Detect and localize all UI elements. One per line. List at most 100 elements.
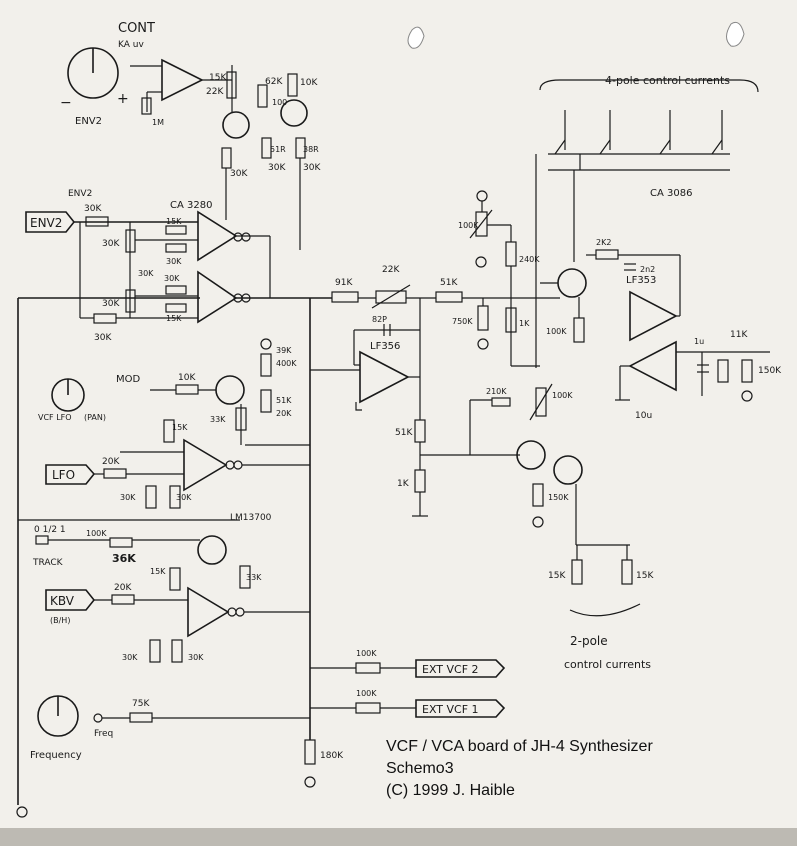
res-30k-f: 30K: [138, 269, 154, 278]
lfo-input[interactable]: LFO: [45, 464, 96, 485]
buffer-transistor: [557, 268, 587, 298]
res-15k-lfo: 15K: [172, 423, 188, 432]
res-30k-i: 30K: [303, 163, 321, 173]
res-11k: 11K: [730, 330, 748, 340]
res-750k: 750K: [452, 317, 473, 326]
env2-input-label: ENV2: [30, 216, 62, 230]
punch-hole-right: [726, 21, 745, 47]
res-15k-2b: 15K: [636, 571, 654, 581]
res-100k-ext1: 100K: [356, 689, 377, 698]
res-36k: 36K: [112, 552, 136, 565]
ca3086-array: 4-pole control currents CA 3086: [539, 74, 759, 199]
lm13700-lfo: [183, 438, 243, 492]
expo-pair-top: 15K 22K 62K 100 10K 51R 38R 30K 30K 30K: [206, 65, 321, 250]
res-20k-kbv: 20K: [114, 583, 132, 593]
cap-82p: 82P: [372, 315, 387, 324]
lm13700-label: LM13700: [230, 513, 272, 523]
ota-lower: [197, 270, 251, 324]
vcf-lfo-label: VCF LFO: [38, 413, 72, 422]
res-30k-kbv2: 30K: [188, 653, 204, 662]
res-33k: 33K: [210, 415, 226, 424]
env2-pot-label: ENV2: [75, 116, 102, 127]
lf353-label: LF353: [626, 275, 656, 286]
res-1m: 1M: [152, 118, 164, 127]
env2-input[interactable]: ENV2: [25, 211, 76, 233]
cap-10u: 10u: [635, 411, 652, 421]
res-15k-a: 15K: [166, 217, 182, 226]
res-33k-kbv: 33K: [246, 573, 262, 582]
res-180k: 180K: [320, 751, 344, 761]
res-1k-mid: 1K: [519, 319, 530, 328]
res-30k-env: 30K: [84, 204, 102, 214]
res-10k-top: 10K: [300, 78, 318, 88]
lm13700-kbv: [187, 586, 245, 638]
cap-2n2: 2n2: [640, 265, 655, 274]
res-39k: 39K: [276, 346, 292, 355]
kbv-input-label: KBV: [50, 594, 75, 608]
res-51r: 51R: [270, 145, 286, 154]
ota-upper: CA 3280: [170, 200, 251, 262]
res-22k-top: 22K: [206, 87, 224, 97]
res-150k: 150K: [758, 366, 782, 376]
track-switch[interactable]: [35, 535, 49, 545]
cont-pot: CONT KA uv − + ENV2: [60, 21, 155, 127]
lf353-upper: LF353: [626, 275, 678, 342]
schematic-sheet: [0, 0, 797, 828]
ext-vcf2-input[interactable]: EXT VCF 2: [415, 659, 506, 678]
res-30k-e: 30K: [164, 274, 180, 283]
res-38r: 38R: [303, 145, 319, 154]
res-2k2: 2K2: [596, 238, 611, 247]
res-100: 100: [272, 98, 287, 107]
lf353-lower: [628, 340, 677, 392]
res-30k-kbv1: 30K: [122, 653, 138, 662]
kbv-sub-label: (B/H): [50, 616, 70, 625]
cap-1u: 1u: [694, 337, 704, 346]
res-150k-tr: 150K: [548, 493, 569, 502]
plus-rail-top: [476, 190, 488, 202]
res-30k-lfo1: 30K: [120, 493, 136, 502]
res-15k-top: 15K: [209, 73, 227, 83]
res-30k-lfo2: 30K: [176, 493, 192, 502]
res-400k: 400K: [276, 359, 297, 368]
res-30k-c: 30K: [94, 333, 112, 343]
cont-sub-label: KA uv: [118, 40, 144, 50]
res-30k-g: 30K: [230, 169, 248, 179]
mod-transistor: [215, 375, 245, 405]
res-100k-base: 100K: [546, 327, 567, 336]
mod-label: MOD: [116, 374, 140, 385]
two-pole-heading-b: control currents: [564, 658, 651, 671]
res-100k-track: 100K: [86, 529, 107, 538]
cont-label: CONT: [118, 21, 155, 36]
two-pole-heading-a: 2-pole: [570, 634, 608, 648]
kbv-input[interactable]: KBV: [45, 589, 96, 611]
res-1k-div: 1K: [397, 479, 410, 489]
freq-label: Freq: [94, 729, 113, 739]
env2-top-label: ENV2: [68, 189, 92, 199]
pan-label: (PAN): [84, 413, 106, 422]
res-30k-a: 30K: [102, 239, 120, 249]
ext-vcf2-label: EXT VCF 2: [422, 663, 479, 676]
res-10k-mod: 10K: [178, 373, 196, 383]
lfo-input-label: LFO: [52, 468, 75, 482]
lf356-label: LF356: [370, 341, 400, 352]
res-22k-pot: 22K: [382, 265, 400, 275]
track-selector-label: 0 1/2 1: [34, 525, 66, 535]
caption-subtitle: Schemo3: [386, 760, 454, 777]
res-15k-kbv: 15K: [150, 567, 166, 576]
res-100k-ext2: 100K: [356, 649, 377, 658]
res-75k: 75K: [132, 699, 150, 709]
minus-sign: −: [60, 95, 72, 111]
caption-copyright: (C) 1999 J. Haible: [386, 782, 515, 799]
four-pole-heading: 4-pole control currents: [605, 74, 730, 87]
res-15k-2a: 15K: [548, 571, 566, 581]
res-210k: 210K: [486, 387, 507, 396]
ca3086-label: CA 3086: [650, 188, 692, 199]
punch-hole-left: [407, 26, 425, 49]
lf356-opamp: LF356: [359, 341, 410, 404]
ca3280-label: CA 3280: [170, 200, 212, 211]
res-20k-b: 20K: [276, 409, 292, 418]
res-51k-div: 51K: [395, 428, 413, 438]
tr-2pole-a: [516, 440, 546, 470]
ext-vcf1-input[interactable]: EXT VCF 1: [415, 699, 506, 718]
